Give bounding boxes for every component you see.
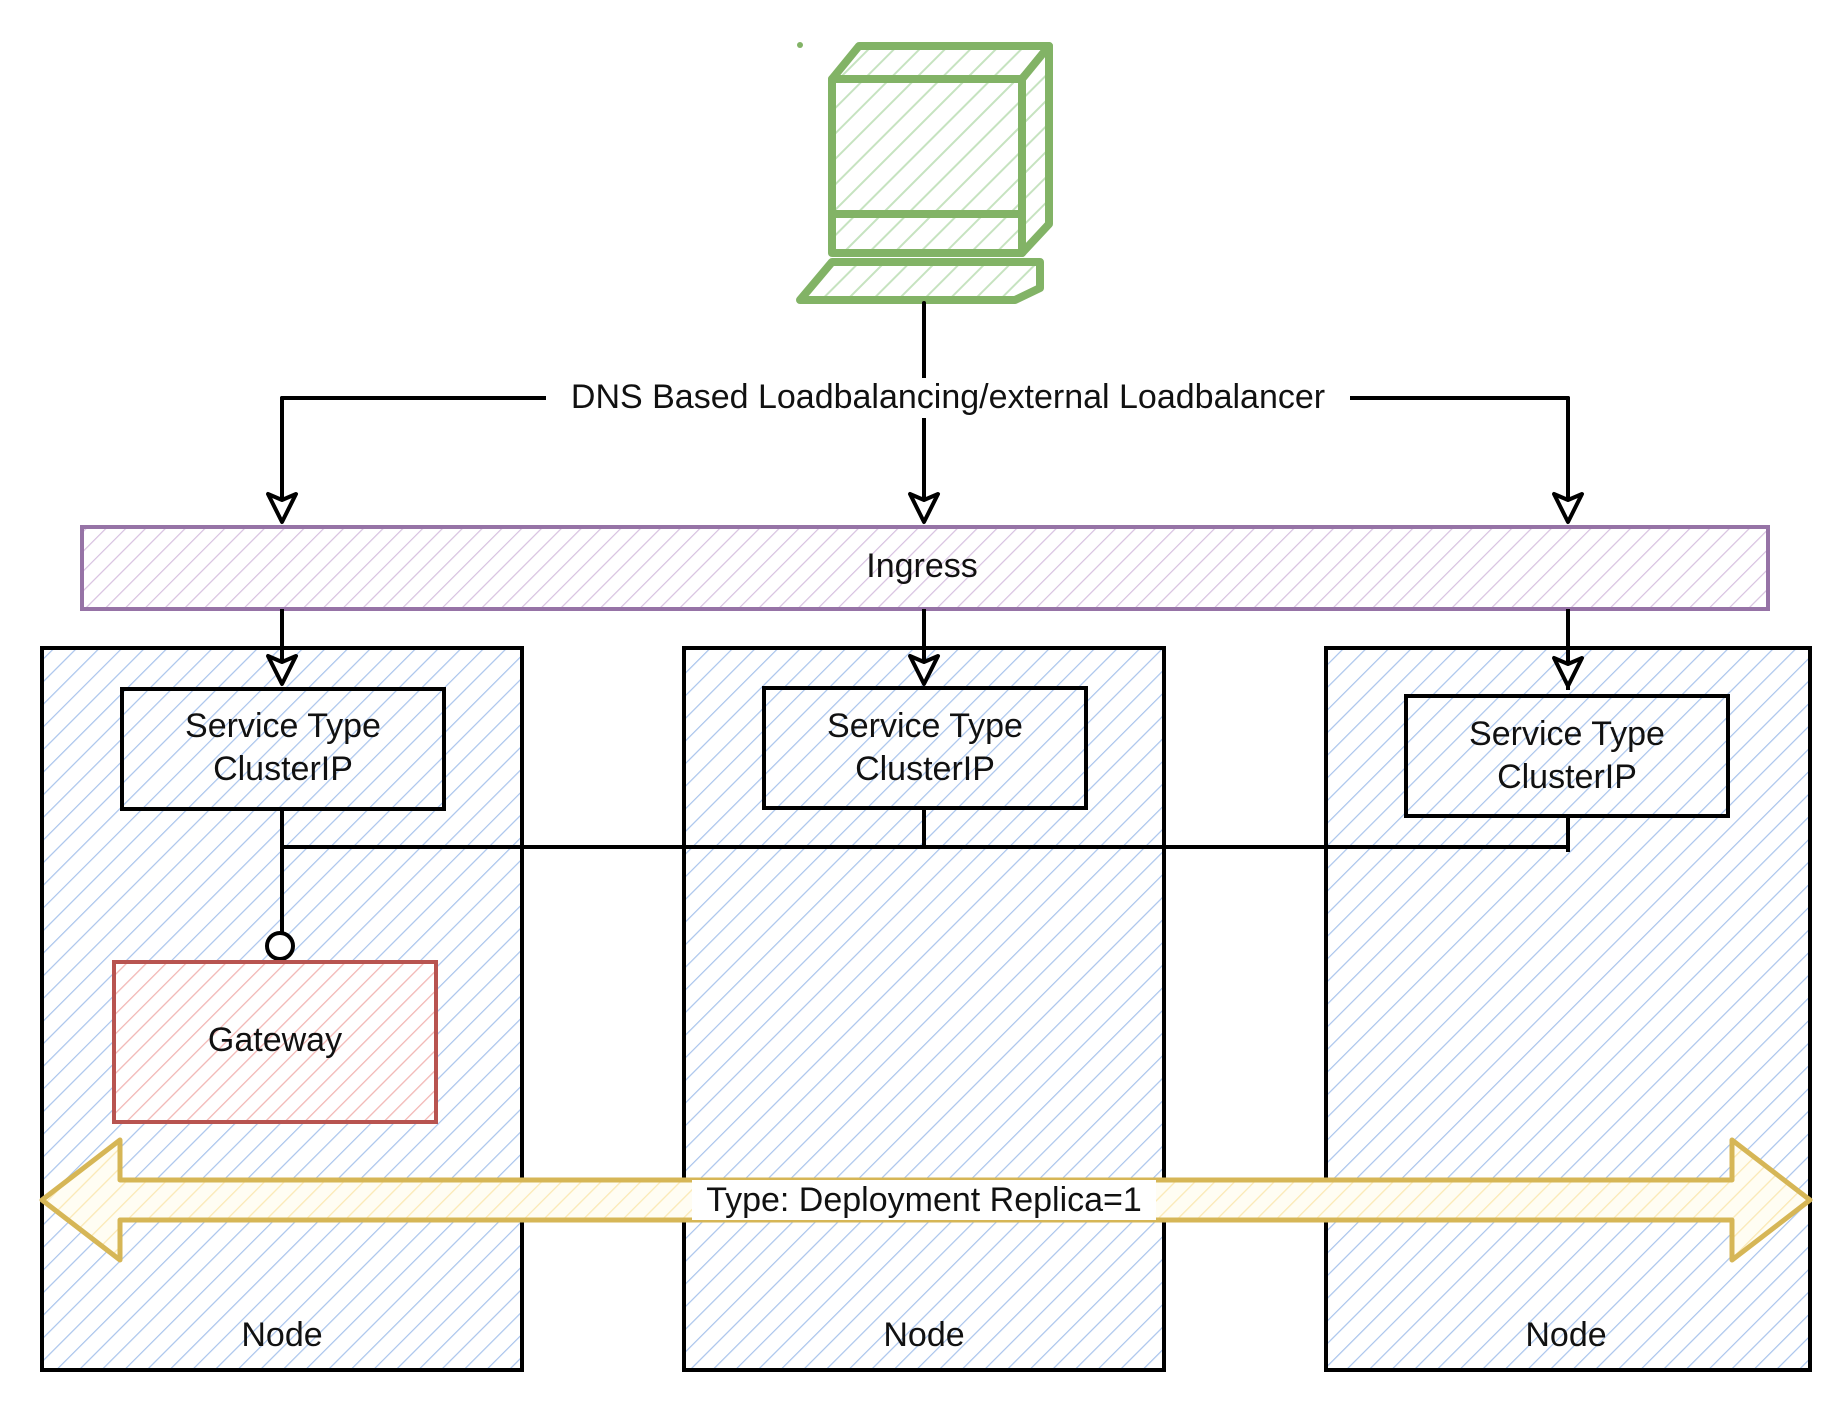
node-label: Node (1525, 1316, 1606, 1354)
arrowhead-down (266, 492, 298, 524)
gateway-box: Gateway (112, 960, 438, 1124)
loadbalancer-arrowheads (266, 492, 1584, 524)
service-box-1: Service Type ClusterIP (120, 687, 446, 811)
deployment-double-arrow: Type: Deployment Replica=1 (39, 1137, 1813, 1263)
ingress-label: Ingress (866, 547, 978, 585)
arrowhead-down (1552, 492, 1584, 524)
service-clusterip-label: ClusterIP (1497, 758, 1637, 796)
arrowhead-down (908, 492, 940, 524)
service-box-3: Service Type ClusterIP (1404, 694, 1730, 818)
arrowhead-down (908, 654, 940, 686)
service-box-2: Service Type ClusterIP (762, 686, 1088, 810)
loadbalancer-label: DNS Based Loadbalancing/external Loadbal… (571, 378, 1325, 416)
service-to-gateway-connectors (280, 808, 1570, 940)
node-label: Node (241, 1316, 322, 1354)
service-type-label: Service Type (185, 707, 381, 745)
node-label: Node (883, 1316, 964, 1354)
service-clusterip-label: ClusterIP (213, 750, 353, 788)
arrowhead-down (1552, 656, 1584, 688)
gateway-label: Gateway (208, 1021, 342, 1059)
ingress-bar: Ingress (80, 525, 1770, 611)
arrowhead-down (266, 654, 298, 686)
ingress-to-service-arrowheads (266, 654, 1584, 688)
computer-icon (796, 42, 1053, 304)
service-type-label: Service Type (1469, 715, 1665, 753)
service-type-label: Service Type (827, 707, 1023, 745)
service-clusterip-label: ClusterIP (855, 750, 995, 788)
connector-endpoint (265, 931, 295, 961)
deployment-label: Type: Deployment Replica=1 (706, 1181, 1142, 1219)
